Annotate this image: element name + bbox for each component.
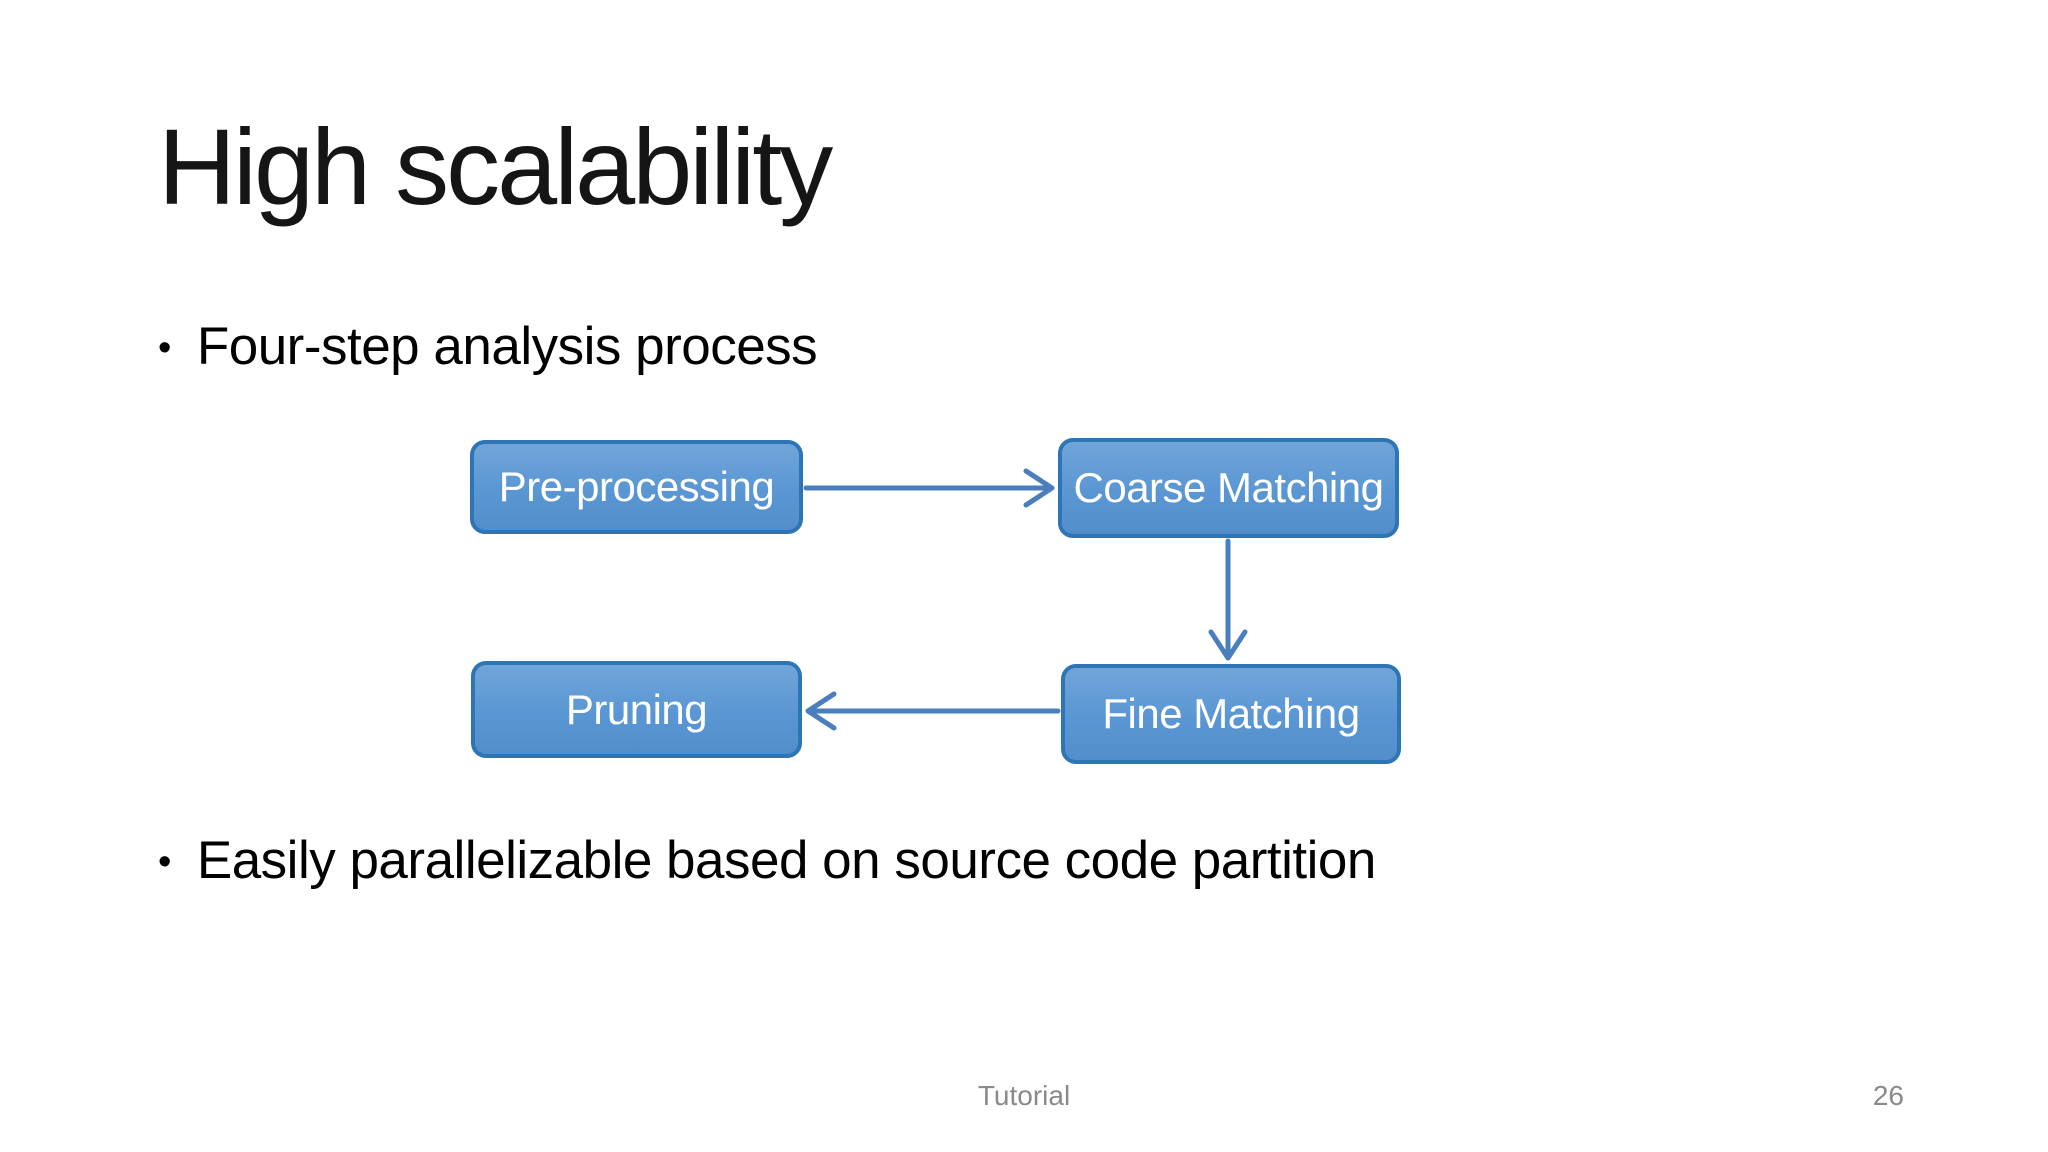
flow-node-coarse-matching: Coarse Matching [1058,438,1399,538]
flow-node-fine-matching: Fine Matching [1061,664,1401,764]
bullet-icon: • [158,840,171,883]
bullet-item: • Four-step analysis process [158,316,818,377]
bullet-icon: • [158,326,171,369]
footer-label: Tutorial [977,1080,1071,1111]
connector-fine-to-pruning [805,691,1061,731]
connector-coarse-to-fine [1208,538,1248,661]
page-number: 26 [1872,1080,1904,1111]
flow-node-pruning: Pruning [471,661,802,758]
bullet-text: Easily parallelizable based on source co… [196,831,1377,890]
bullet-text: Four-step analysis process [196,317,818,376]
connector-pre-to-coarse [803,468,1055,508]
slide-title: High scalability [158,106,833,227]
flow-node-pre-processing: Pre-processing [470,440,803,534]
bullet-item: • Easily parallelizable based on source … [158,830,1376,891]
